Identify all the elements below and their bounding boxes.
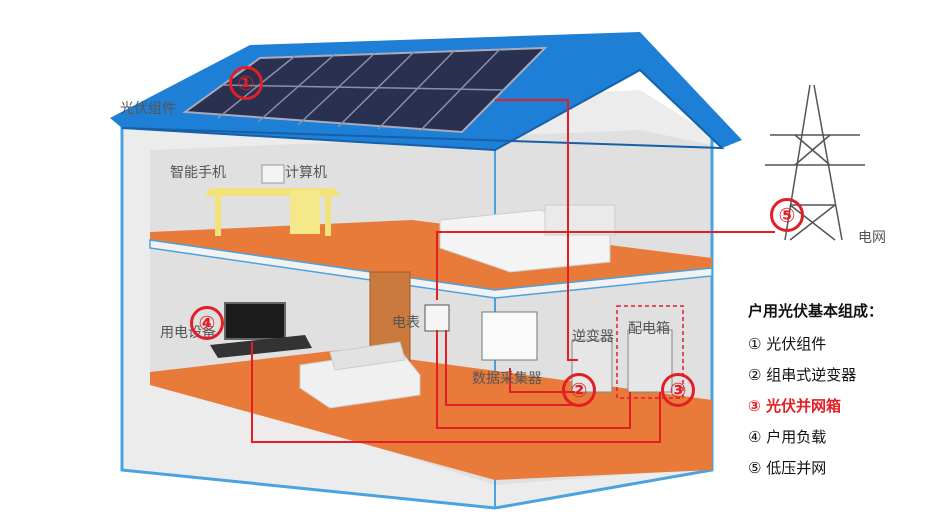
tv-stand: [210, 335, 312, 358]
legend-item-highlighted: ③ 光伏并网箱: [748, 395, 883, 426]
label-meter: 电表: [392, 315, 420, 331]
floor-slab: [149, 239, 713, 299]
marker-1: ①: [229, 66, 263, 100]
legend-item-text: 光伏并网箱: [765, 397, 841, 415]
legend-item-text: 光伏组件: [766, 335, 827, 353]
legend-item-text: 低压并网: [766, 459, 827, 477]
legend-item-number: ③: [748, 397, 761, 415]
marker-3: ③: [661, 373, 695, 407]
legend-item: ② 组串式逆变器: [748, 364, 883, 395]
legend-item-number: ④: [748, 428, 762, 446]
chair: [290, 190, 320, 234]
marker-4: ④: [190, 306, 224, 340]
label-data-collector: 数据采集器: [472, 371, 542, 387]
legend-item-number: ①: [748, 335, 762, 353]
label-pv-module: 光伏组件: [120, 101, 176, 117]
laptop: [261, 164, 285, 184]
legend-item-number: ②: [748, 366, 762, 384]
legend-item: ⑤ 低压并网: [748, 457, 883, 488]
legend-item-text: 户用负载: [766, 428, 827, 446]
marker-2: ②: [562, 373, 596, 407]
distribution-box-dashed: [616, 305, 684, 399]
label-distribution-box: 配电箱: [628, 321, 670, 337]
legend-item-text: 组串式逆变器: [766, 366, 857, 384]
tv: [224, 302, 286, 340]
solar-panel-grid: [217, 48, 506, 132]
label-smartphone: 智能手机: [170, 165, 226, 181]
marker-5: ⑤: [770, 198, 804, 232]
roof-edge: [121, 68, 725, 152]
data-collector-device: [481, 311, 538, 361]
upper-floor: [150, 220, 712, 290]
meter-box: [424, 304, 450, 332]
sofa: [299, 341, 421, 409]
legend-item: ① 光伏组件: [748, 333, 883, 364]
wiring: [251, 99, 775, 443]
label-grid: 电网: [858, 230, 886, 246]
legend-title: 户用光伏基本组成：: [748, 302, 884, 320]
label-computer: 计算机: [285, 165, 327, 181]
power-tower: [765, 84, 865, 241]
label-inverter: 逆变器: [572, 329, 614, 345]
legend-item-number: ⑤: [748, 459, 762, 477]
legend-item: ④ 户用负载: [748, 426, 883, 457]
composition-legend: 户用光伏基本组成： ① 光伏组件 ② 组串式逆变器 ③ 光伏并网箱 ④ 户用负载…: [748, 300, 883, 488]
